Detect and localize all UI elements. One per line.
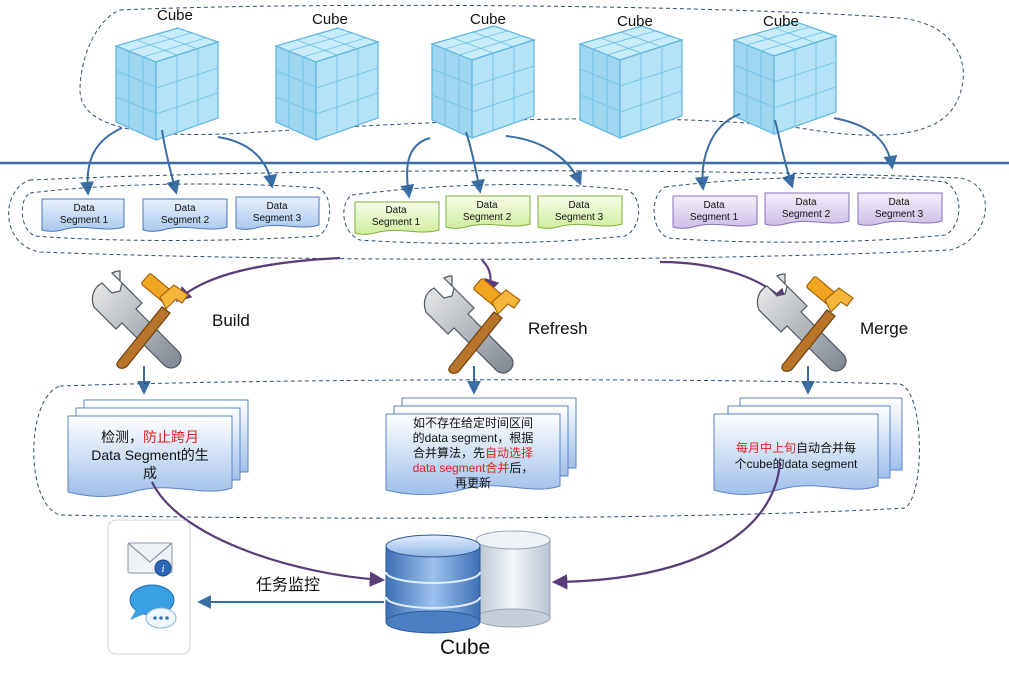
database-icon bbox=[385, 530, 551, 634]
cube-label-1: Cube bbox=[157, 7, 193, 24]
merge-note-stack bbox=[713, 397, 903, 495]
note-to-database-arrows bbox=[151, 461, 782, 590]
notes-boundary bbox=[33, 379, 920, 519]
cube-label-4: Cube bbox=[617, 13, 653, 30]
merge-note: 每月中上旬自动合并每 个cube的data segment bbox=[734, 441, 858, 471]
refresh-note: 如不存在给定时间区间 的data segment，根据 合并算法，先自动选择 d… bbox=[412, 416, 534, 490]
cube-icon bbox=[733, 21, 837, 135]
segment-shapes bbox=[41, 192, 943, 235]
bottom-cube-label: Cube bbox=[440, 636, 491, 659]
cube-icon bbox=[275, 27, 379, 141]
segment-outer-boundary bbox=[8, 170, 986, 260]
monitor-label: 任务监控 bbox=[256, 577, 321, 594]
segment-group-boundary-3 bbox=[653, 176, 960, 243]
chat-bubble-icon bbox=[129, 584, 177, 629]
cube-label-5: Cube bbox=[763, 13, 799, 30]
tools-icon bbox=[423, 275, 521, 374]
segment-group-boundary-2 bbox=[343, 184, 640, 244]
cube-icon bbox=[115, 27, 219, 141]
cube-group-boundary bbox=[79, 4, 964, 136]
mail-info-icon: i bbox=[127, 542, 173, 577]
refresh-label: Refresh bbox=[528, 319, 588, 338]
build-note: 检测，防止跨月 Data Segment的生 成 bbox=[91, 429, 209, 481]
segment-group-boundary-1 bbox=[21, 183, 331, 241]
cube-label-2: Cube bbox=[312, 11, 348, 28]
cube-label-3: Cube bbox=[470, 11, 506, 28]
svg-text:i: i bbox=[161, 563, 164, 575]
build-note-stack bbox=[67, 399, 249, 497]
merge-label: Merge bbox=[860, 319, 909, 338]
cube-icon bbox=[431, 25, 535, 139]
cube-icon bbox=[579, 25, 683, 139]
build-label: Build bbox=[212, 311, 250, 330]
operation-to-note-arrows bbox=[137, 366, 815, 395]
tools-icon bbox=[91, 270, 189, 369]
tools-icon bbox=[756, 273, 854, 372]
refresh-note-stack bbox=[385, 397, 577, 495]
